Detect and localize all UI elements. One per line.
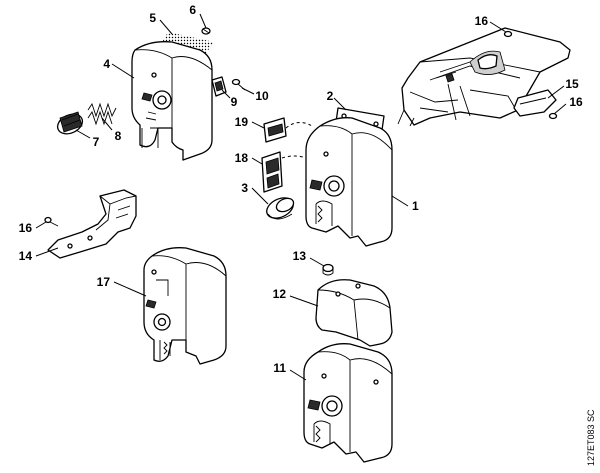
- callout-15: 15: [565, 77, 579, 91]
- callout-3: 3: [241, 181, 248, 195]
- callout-7: 7: [93, 135, 100, 149]
- callout-17: 17: [97, 275, 111, 289]
- housing-top-right: [397, 27, 571, 127]
- callout-13: 13: [293, 249, 307, 263]
- part-9-clip: [211, 76, 227, 97]
- callout-4: 4: [103, 57, 110, 71]
- drawing-code: 127ET083 SC: [586, 409, 596, 466]
- callout-18: 18: [235, 151, 249, 165]
- part-8-spring: [87, 102, 117, 126]
- callout-16-right: 16: [569, 95, 583, 109]
- part-14-bracket: [47, 189, 137, 259]
- part-17-shroud: [143, 247, 227, 365]
- part-7-knob: [56, 111, 84, 135]
- leader-lines: [35, 13, 567, 381]
- part-19-label: [263, 117, 287, 143]
- callout-labels: 6 5 4 7 8 9 10 16 15 16 2 19 18 3 1 16 1…: [19, 3, 583, 375]
- callout-19: 19: [235, 115, 249, 129]
- callout-16-top: 16: [475, 14, 489, 28]
- arrow-18: [281, 155, 307, 159]
- callout-16-left: 16: [19, 221, 33, 235]
- callout-5: 5: [149, 11, 156, 25]
- part-16-screw-left: [44, 216, 59, 227]
- part-12-cover: [315, 279, 393, 347]
- callout-9: 9: [231, 95, 238, 109]
- part-1-shroud: [305, 117, 393, 247]
- part-16-screw-right: [548, 112, 558, 120]
- callout-12: 12: [273, 287, 287, 301]
- part-16-screw-top: [503, 30, 513, 38]
- part-4-shroud: [131, 41, 213, 161]
- callout-2: 2: [327, 89, 334, 103]
- part-11-shroud: [303, 343, 393, 463]
- callout-11: 11: [273, 361, 286, 375]
- part-18-label: [261, 151, 283, 193]
- part-6-screw: [201, 27, 211, 35]
- callout-6: 6: [189, 3, 196, 17]
- callout-14: 14: [19, 249, 33, 263]
- callout-8: 8: [115, 129, 122, 143]
- callout-10: 10: [255, 89, 269, 103]
- part-3-knob: [266, 197, 295, 220]
- part-15-cover: [513, 89, 557, 117]
- callout-1: 1: [412, 199, 419, 213]
- part-13-cap: [322, 263, 334, 276]
- arrow-19: [285, 122, 313, 129]
